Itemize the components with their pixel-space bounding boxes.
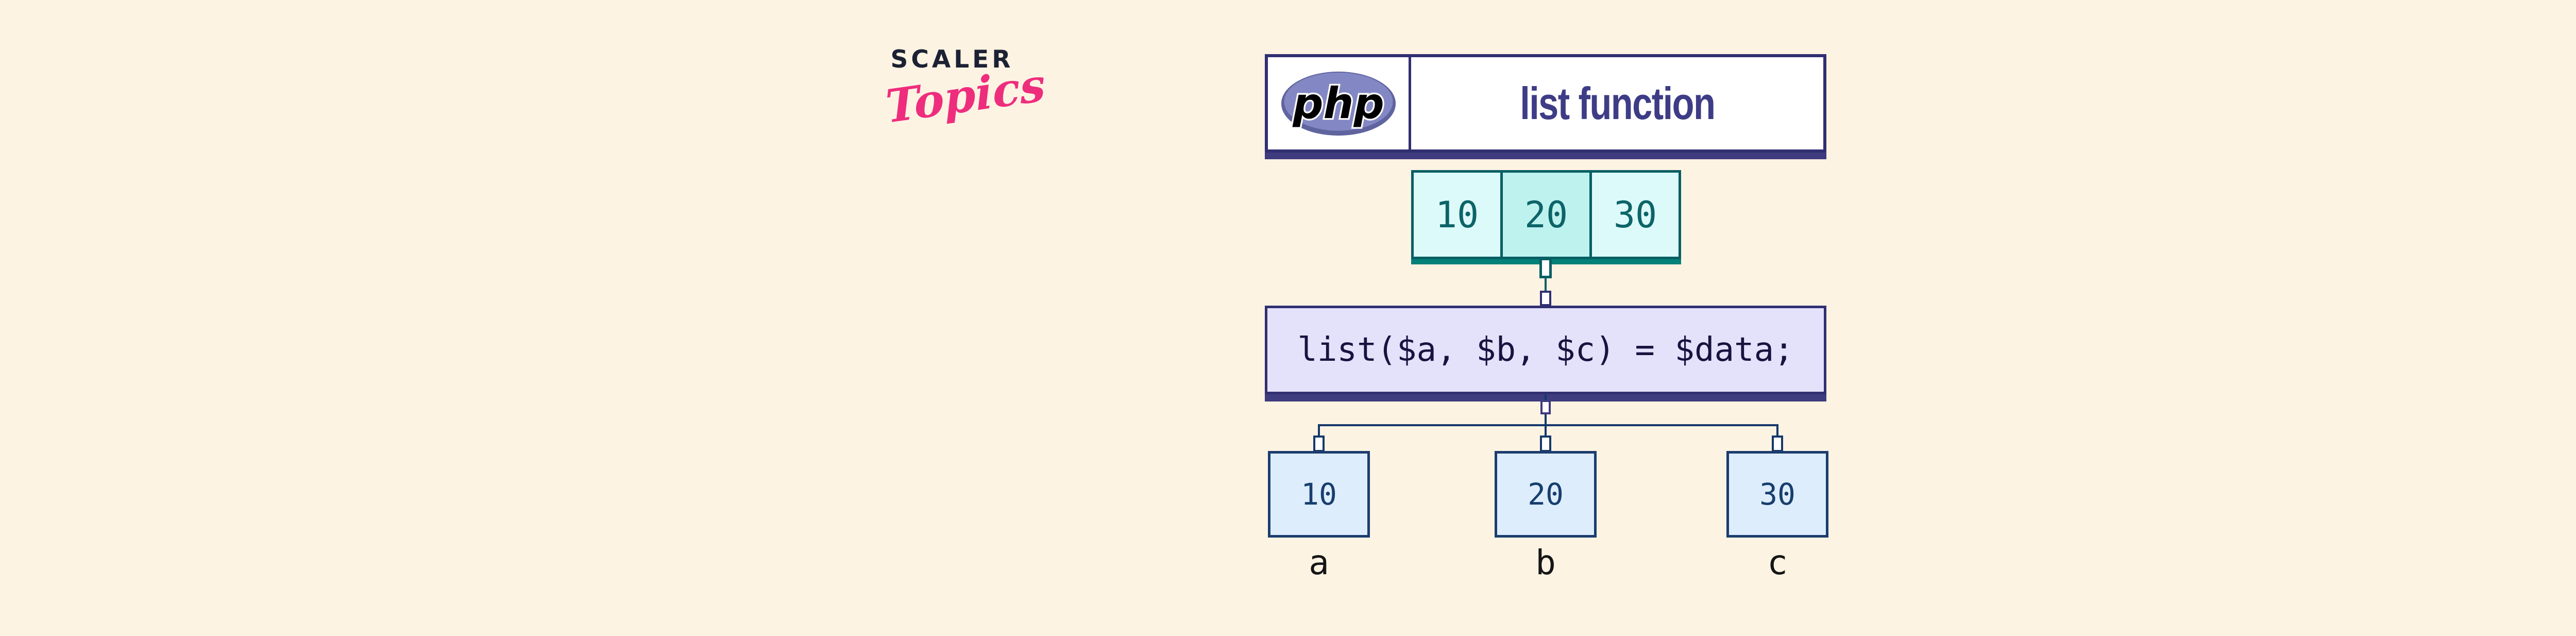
scaler-product-text: Topics <box>884 57 1047 134</box>
php-logo-icon: php <box>1281 71 1396 136</box>
result-group-b: 20 b <box>1495 451 1597 580</box>
connector-notch-a <box>1313 436 1325 452</box>
php-logo-text: php <box>1292 78 1384 128</box>
code-box: list($a, $b, $c) = $data; <box>1265 306 1826 394</box>
array-cell-0: 10 <box>1414 173 1500 257</box>
result-label-c: c <box>1767 543 1788 582</box>
result-group-c: 30 c <box>1726 451 1828 580</box>
php-logo-pane: php <box>1268 57 1411 149</box>
result-label-a: a <box>1309 543 1329 582</box>
array-cell-2: 30 <box>1589 173 1679 257</box>
connector-notch-array <box>1539 258 1552 278</box>
result-box-a: 10 <box>1268 451 1370 538</box>
connector-notch-code-top <box>1540 291 1551 306</box>
header-title-pane: list function <box>1411 57 1823 149</box>
connector-notch-c <box>1772 436 1783 452</box>
header-box: php list function <box>1265 54 1826 153</box>
result-box-c: 30 <box>1726 451 1828 538</box>
tree-horizontal-line <box>1318 424 1778 426</box>
scaler-brand-text: SCALER <box>890 45 1014 74</box>
page-title: list function <box>1519 77 1716 129</box>
array-box: 10 20 30 <box>1411 170 1681 259</box>
result-label-b: b <box>1535 543 1556 582</box>
array-cell-1: 20 <box>1500 173 1589 257</box>
result-group-a: 10 a <box>1268 451 1370 580</box>
connector-array-to-code <box>1545 259 1547 306</box>
scaler-topics-logo: SCALER Topics <box>884 45 1047 133</box>
code-statement: list($a, $b, $c) = $data; <box>1297 331 1794 369</box>
connector-notch-b <box>1540 436 1551 452</box>
result-box-b: 20 <box>1495 451 1597 538</box>
connector-notch-code-bottom <box>1540 400 1551 414</box>
